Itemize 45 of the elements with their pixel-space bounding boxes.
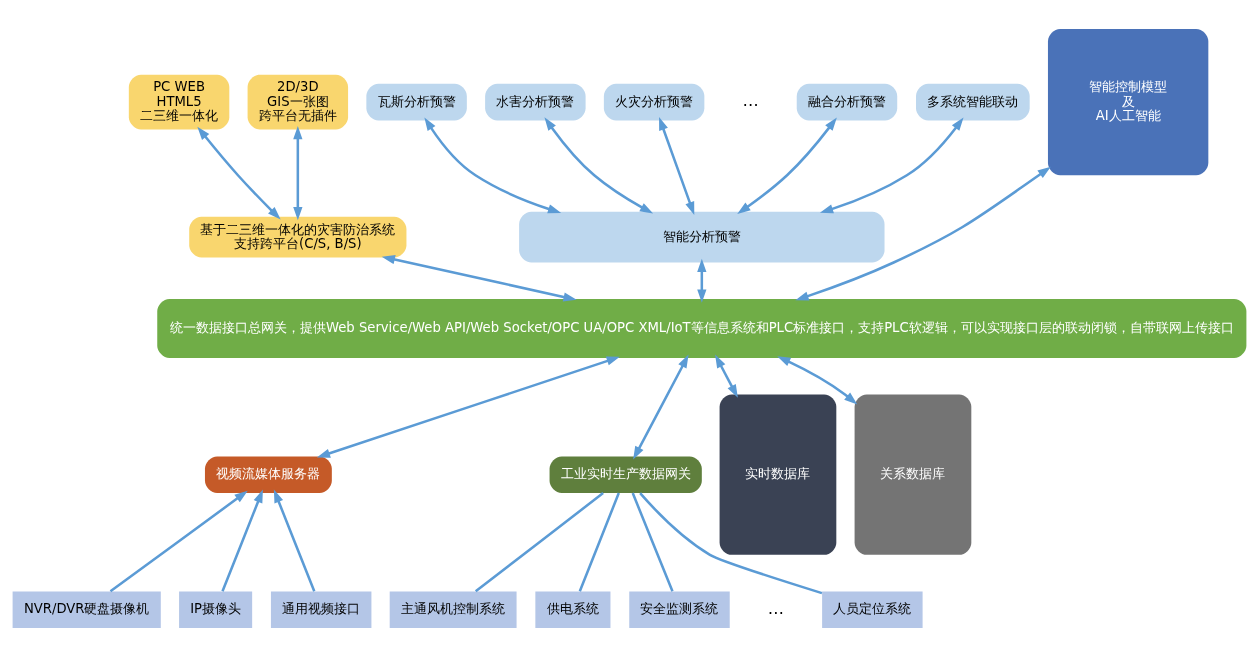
arrow: [697, 258, 707, 303]
node-box: IP摄像头: [179, 590, 253, 628]
arrow: [381, 254, 577, 301]
connector: [631, 492, 674, 592]
node-box: 供电系统: [535, 590, 611, 628]
node-box: 2D/3D GIS一张图 跨平台无插件: [247, 74, 349, 130]
label: …: [742, 90, 759, 110]
arrow: [197, 126, 281, 220]
node-box: 关系数据库: [854, 394, 972, 555]
arrow: [273, 489, 316, 592]
node-box: 智能控制模型 及 AI人工智能: [1047, 28, 1209, 175]
connector: [474, 491, 604, 592]
node-box: 主通风机控制系统: [389, 590, 517, 628]
connector: [639, 491, 823, 594]
arrow: [316, 356, 620, 458]
node-box: 多系统智能联动: [916, 83, 1030, 120]
node-box: 通用视频接口: [270, 590, 372, 628]
label: …: [767, 598, 785, 618]
node-box: 智能分析预警: [519, 211, 885, 262]
arrow: [777, 355, 858, 405]
arrow: [544, 116, 654, 214]
node-box: 人员定位系统: [822, 590, 923, 628]
node-box: 统一数据接口总网关，提供Web Service/Web API/Web Socket/OPC UA/OPC XML/IoT等信息系统和PLC标准接口，支持PLC软逻辑，可以实现接口层的联动闭锁，自带联网上传接口: [157, 298, 1247, 358]
arrow: [424, 116, 562, 213]
node-box: 工业实时生产数据网关: [549, 455, 702, 493]
node-box: 基于二三维一体化的灾害防治系统 支持跨平台(C/S, B/S): [189, 216, 407, 257]
arrow: [109, 490, 248, 592]
arrow: [293, 125, 303, 220]
node-box: 实时数据库: [719, 394, 837, 555]
node-box: 瓦斯分析预警: [366, 83, 467, 120]
arrow: [221, 489, 263, 592]
node-box: 火灾分析预警: [603, 83, 705, 120]
node-box: 安全监测系统: [629, 590, 730, 628]
arrow: [633, 354, 689, 459]
arrow: [715, 354, 738, 398]
node-box: NVR/DVR硬盘摄像机: [12, 590, 161, 628]
node-box: 水害分析预警: [485, 83, 586, 120]
node-box: 融合分析预警: [796, 83, 898, 120]
connector: [578, 492, 620, 592]
arrow: [659, 116, 695, 215]
arrow: [795, 166, 1051, 300]
node-box: 视频流媒体服务器: [204, 455, 332, 493]
node-box: PC WEB HTML5 二三维一体化: [128, 74, 230, 130]
arrow: [819, 116, 964, 213]
arrow: [737, 116, 837, 214]
